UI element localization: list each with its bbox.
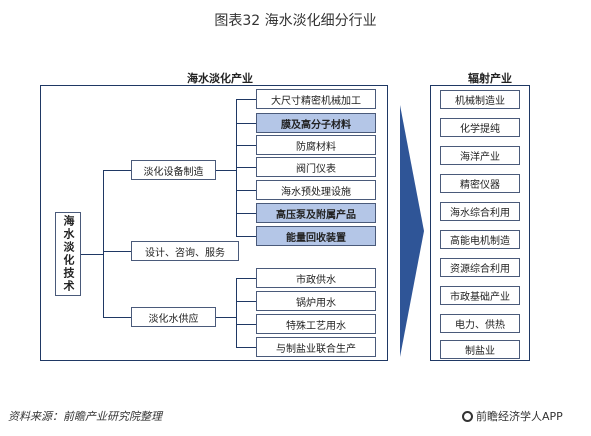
branch-design: 设计、咨询、服务 [131, 241, 239, 261]
brand-logo-icon [462, 410, 473, 422]
sup-conn-2 [236, 301, 256, 302]
branch-connector-1 [103, 170, 131, 171]
source-note: 资料来源：前瞻产业研究院整理 [8, 410, 162, 423]
branch-supply: 淡化水供应 [131, 307, 216, 327]
right-header: 辐射产业 [468, 72, 512, 85]
supply-item: 市政供水 [256, 268, 376, 288]
radiation-item: 制盐业 [440, 340, 520, 359]
equipment-item: 大尺寸精密机械加工 [256, 89, 376, 109]
branch-connector-3 [103, 317, 131, 318]
sup-conn-1 [236, 278, 256, 279]
supply-item: 锅炉用水 [256, 291, 376, 311]
supply-item: 特殊工艺用水 [256, 314, 376, 334]
sup-conn-3 [236, 324, 256, 325]
equipment-item: 高压泵及附属产品 [256, 203, 376, 223]
eq-conn-1 [236, 99, 256, 100]
radiation-item: 市政基础产业 [440, 286, 520, 305]
eq-conn-3 [236, 145, 256, 146]
eq-conn-4 [236, 167, 256, 168]
radiation-arrow [400, 105, 424, 357]
root-node: 海水淡化技术 [55, 212, 81, 296]
equipment-item: 能量回收装置 [256, 226, 376, 246]
equipment-spine [236, 99, 237, 237]
brand: 前瞻经济学人APP [462, 408, 563, 424]
sup-conn-4 [236, 347, 256, 348]
equipment-item: 阀门仪表 [256, 157, 376, 177]
branch-spine [103, 170, 104, 318]
equipment-connector [216, 170, 236, 171]
eq-conn-6 [236, 213, 256, 214]
eq-conn-5 [236, 190, 256, 191]
figure-title: 图表32 海水淡化细分行业 [214, 13, 377, 29]
supply-item: 与制盐业联合生产 [256, 337, 376, 357]
root-connector [81, 254, 103, 255]
radiation-item: 机械制造业 [440, 90, 520, 109]
radiation-item: 化学提纯 [440, 118, 520, 137]
eq-conn-2 [236, 123, 256, 124]
branch-connector-2 [103, 251, 131, 252]
radiation-frame [430, 85, 530, 361]
supply-connector [216, 317, 236, 318]
radiation-item: 精密仪器 [440, 174, 520, 193]
radiation-item: 电力、供热 [440, 314, 520, 333]
supply-spine [236, 278, 237, 348]
equipment-item: 海水预处理设施 [256, 180, 376, 200]
radiation-item: 海水综合利用 [440, 202, 520, 221]
equipment-item: 膜及高分子材料 [256, 113, 376, 133]
radiation-item: 高能电机制造 [440, 230, 520, 249]
branch-equipment: 淡化设备制造 [131, 160, 216, 180]
radiation-item: 海洋产业 [440, 146, 520, 165]
brand-label: 前瞻经济学人APP [476, 410, 563, 423]
radiation-item: 资源综合利用 [440, 258, 520, 277]
left-header: 海水淡化产业 [187, 72, 253, 85]
eq-conn-7 [236, 236, 256, 237]
equipment-item: 防腐材料 [256, 135, 376, 155]
industry-frame [40, 85, 388, 361]
